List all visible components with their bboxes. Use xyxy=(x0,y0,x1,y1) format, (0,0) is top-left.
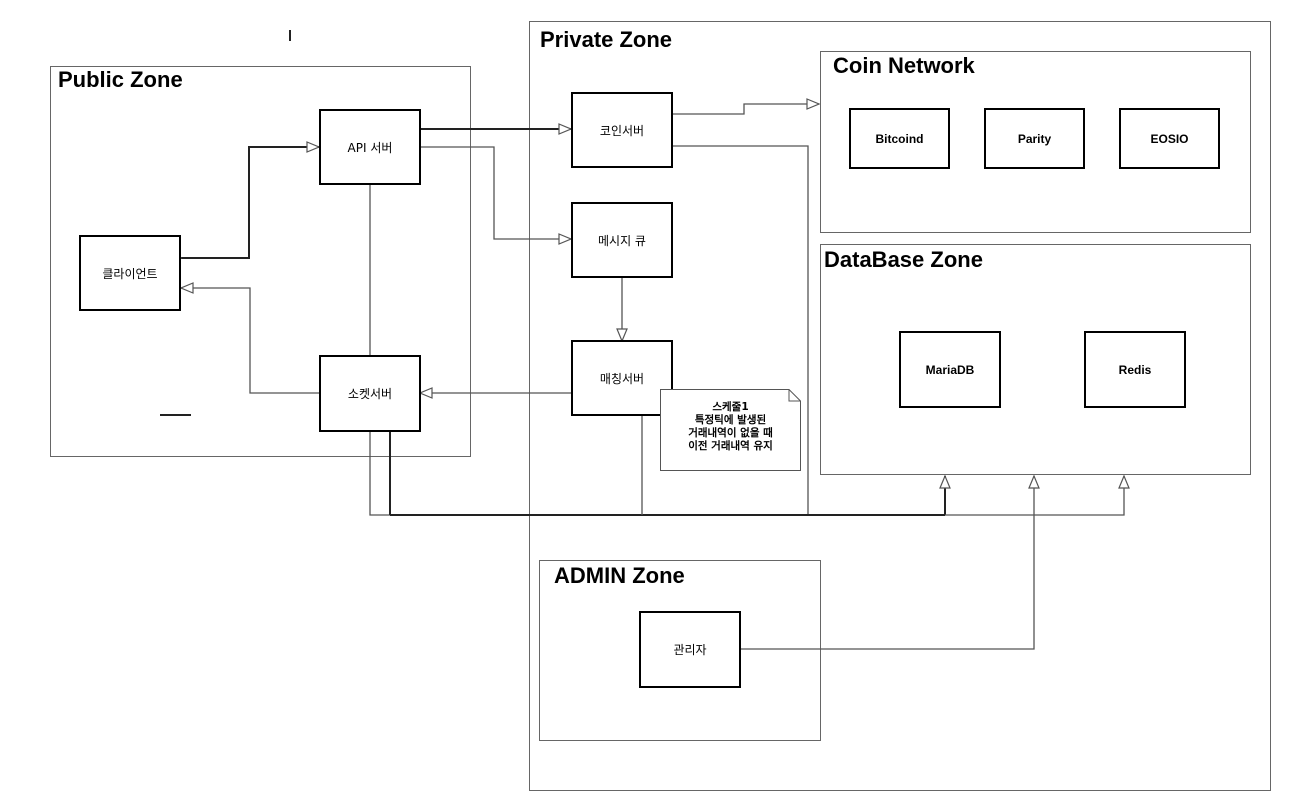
database-zone-title: DataBase Zone xyxy=(824,247,983,272)
parity-node[interactable]: Parity xyxy=(984,108,1085,169)
edge-admin-db xyxy=(740,476,1034,650)
note-shape xyxy=(660,389,801,471)
schedule-note-text: 스케줄1 특정틱에 발생된 거래내역이 없을 때 이전 거래내역 유지 xyxy=(688,401,773,452)
eosio-node[interactable]: EOSIO xyxy=(1119,108,1220,169)
database-zone: DataBase Zone xyxy=(820,244,1251,475)
public-zone-title: Public Zone xyxy=(58,67,183,92)
edge-client-api xyxy=(181,147,319,258)
api-server-node[interactable]: API 서버 xyxy=(319,109,421,185)
edge-coin-network xyxy=(672,104,819,115)
coin-network-title: Coin Network xyxy=(833,53,975,78)
admin-zone: ADMIN Zone xyxy=(539,560,821,741)
admin-node[interactable]: 관리자 xyxy=(639,611,741,688)
socket-server-node[interactable]: 소켓서버 xyxy=(319,355,421,432)
matching-server-node[interactable]: 매칭서버 xyxy=(571,340,673,416)
edge-socket-client xyxy=(181,288,319,394)
private-zone-title: Private Zone xyxy=(540,27,673,52)
edge-coin-bus xyxy=(672,145,809,515)
mariadb-node[interactable]: MariaDB xyxy=(899,331,1001,408)
edge-bus-db-3 xyxy=(945,476,1124,516)
private-zone: Private Zone xyxy=(529,21,1271,791)
coin-network-zone: Coin Network xyxy=(820,51,1251,233)
message-queue-node[interactable]: 메시지 큐 xyxy=(571,202,673,278)
schedule-note: 스케줄1 특정틱에 발생된 거래내역이 없을 때 이전 거래내역 유지 xyxy=(660,389,801,471)
admin-zone-title: ADMIN Zone xyxy=(554,563,685,588)
coin-server-node[interactable]: 코인서버 xyxy=(571,92,673,168)
bitcoind-node[interactable]: Bitcoind xyxy=(849,108,950,169)
redis-node[interactable]: Redis xyxy=(1084,331,1186,408)
public-zone: Public Zone xyxy=(50,66,471,457)
client-node[interactable]: 클라이언트 xyxy=(79,235,181,311)
small-horizontal-dash xyxy=(160,414,191,416)
edge-api-queue xyxy=(420,146,571,239)
small-vertical-tick xyxy=(289,30,291,41)
